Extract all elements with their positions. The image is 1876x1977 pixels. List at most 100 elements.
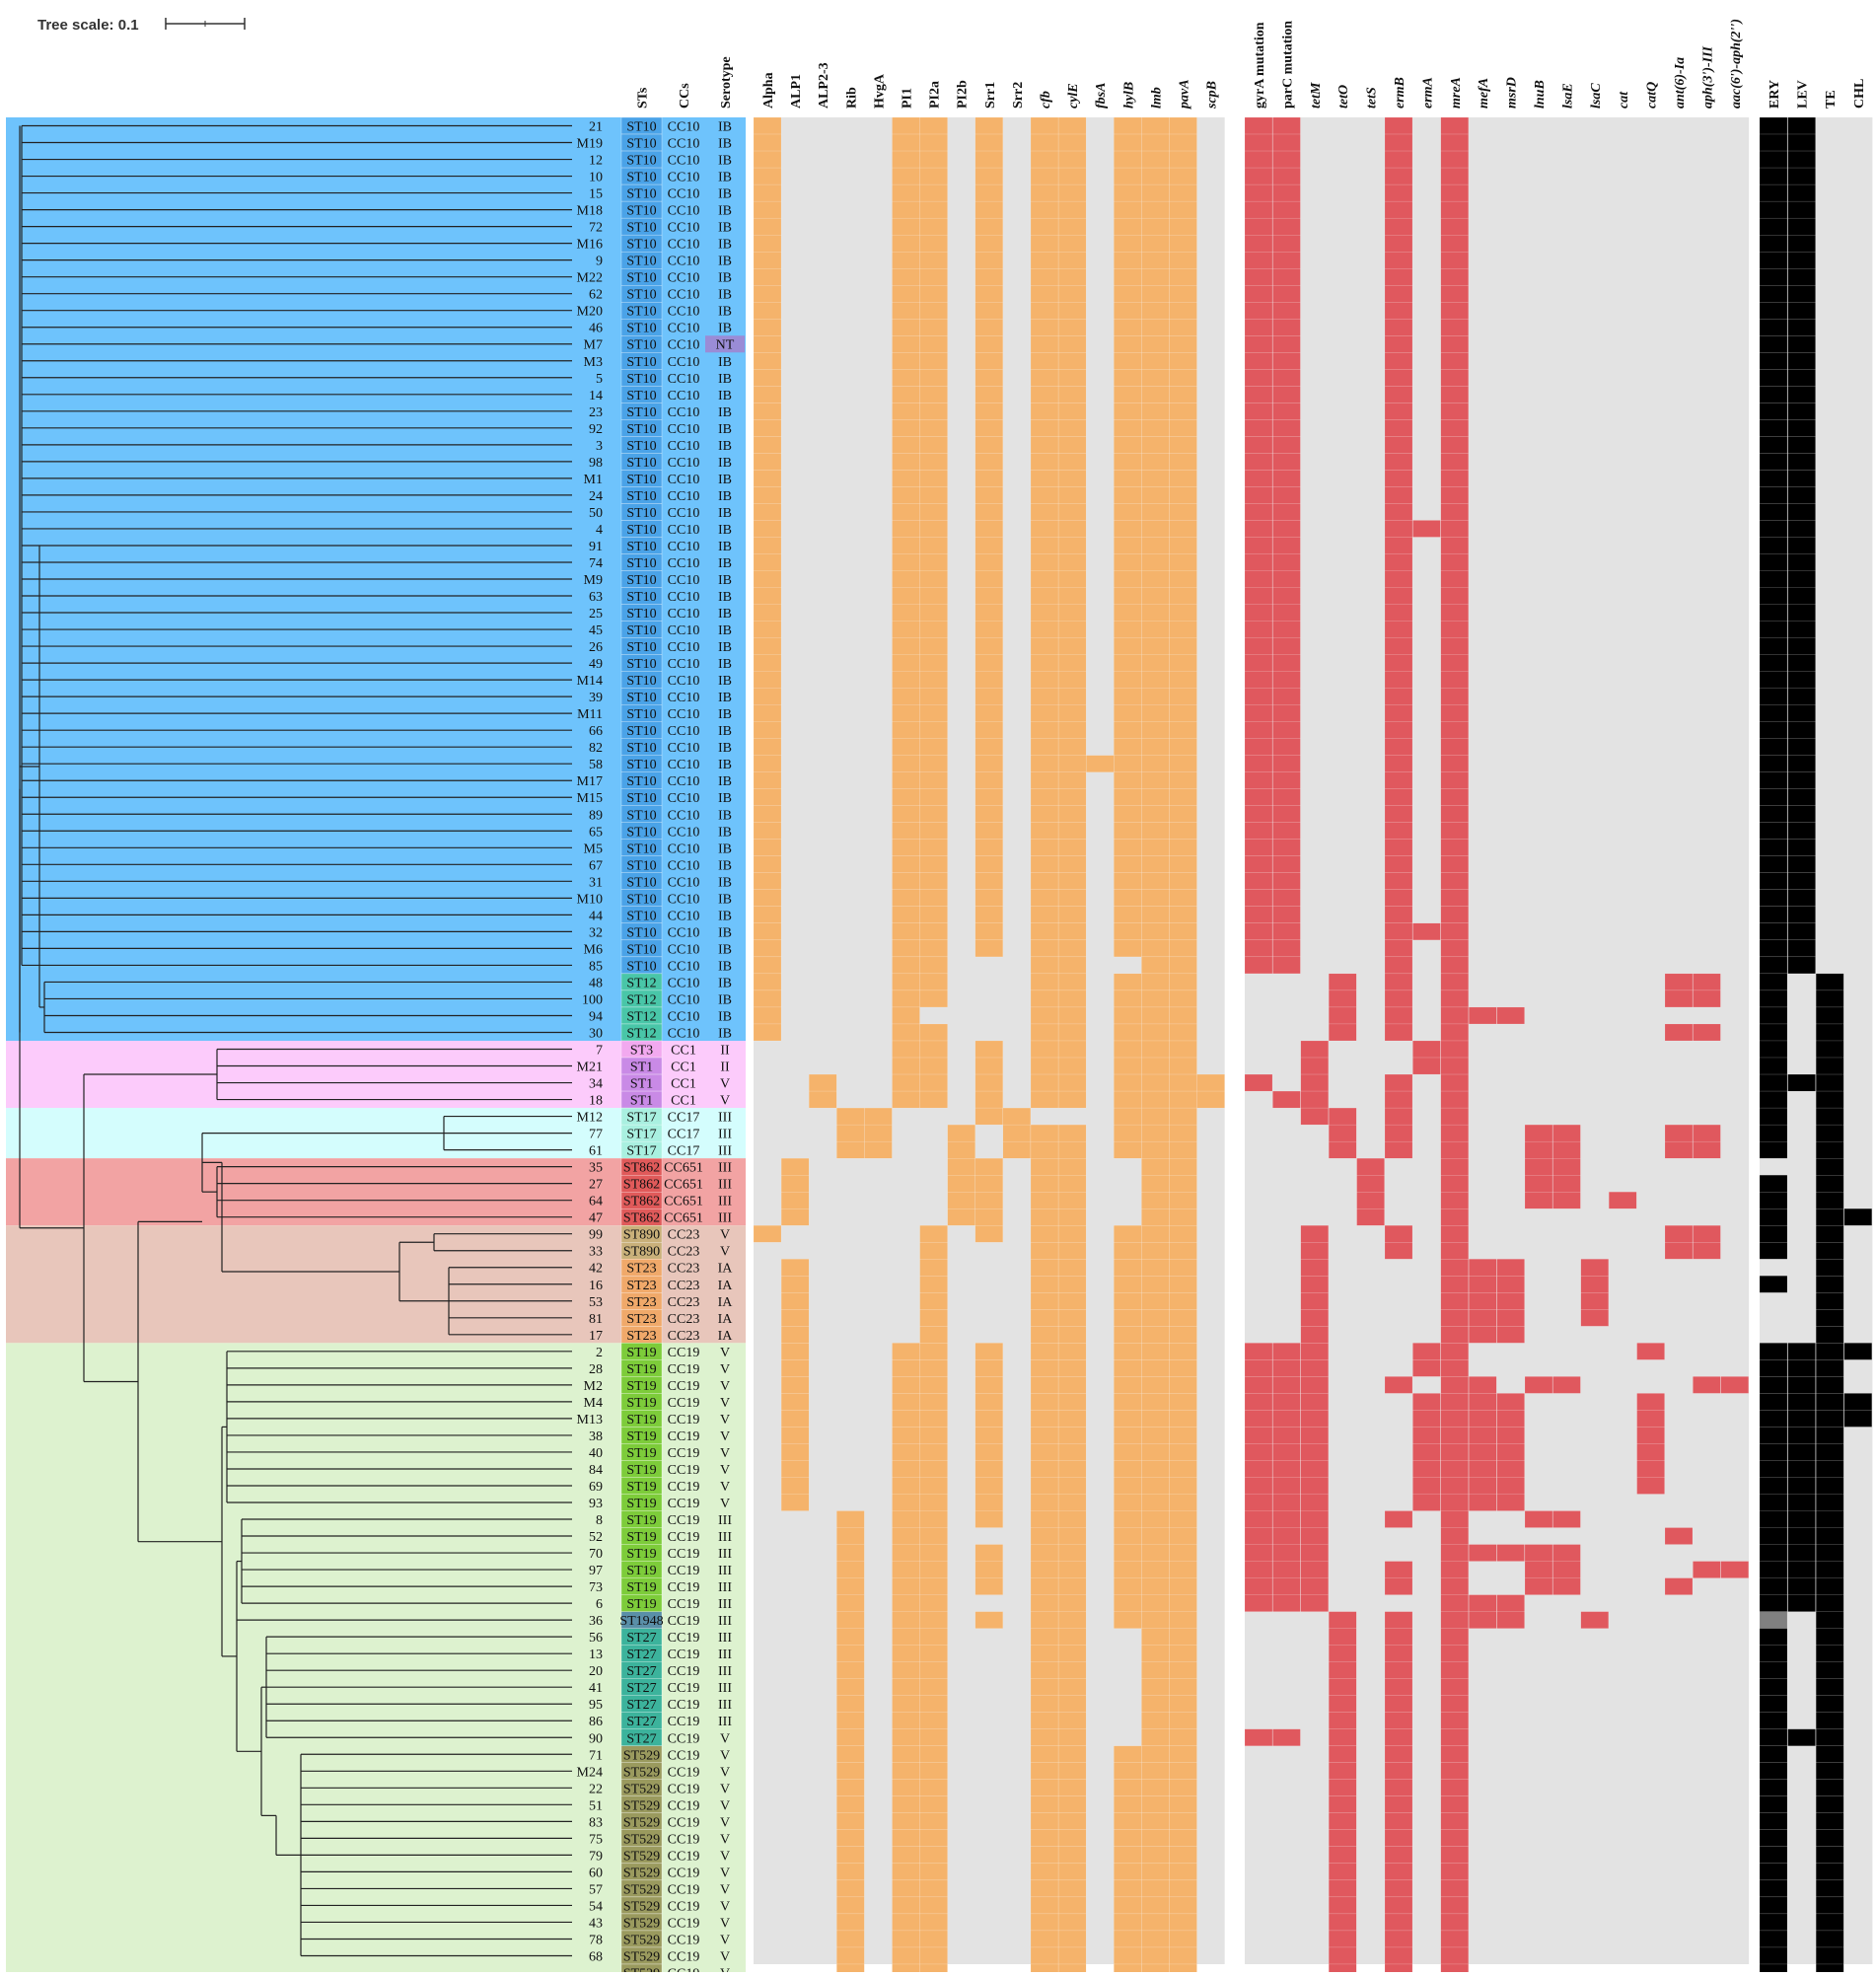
virulence-cell (919, 1090, 948, 1109)
st-label: ST1948 (619, 1614, 663, 1629)
resistance-cell (1272, 319, 1301, 336)
st-label: ST862 (623, 1211, 660, 1226)
resistance-cell (1496, 1393, 1525, 1411)
virulence-cell (919, 268, 948, 286)
resistance-cell (1244, 956, 1273, 975)
virulence-cell (836, 1561, 865, 1578)
phenotype-cell (1759, 755, 1788, 772)
virulence-cell (892, 352, 920, 370)
serotype-label: III (718, 1513, 732, 1528)
strain-label: 90 (589, 1731, 603, 1746)
virulence-cell (1169, 1795, 1197, 1813)
st-label: ST23 (626, 1312, 656, 1327)
resistance-cell (1440, 252, 1469, 269)
virulence-cell (1141, 1577, 1170, 1595)
virulence-cell (753, 537, 782, 554)
resistance-cell (1244, 167, 1273, 185)
resistance-cell (1384, 1611, 1413, 1629)
virulence-cell (1114, 688, 1142, 705)
virulence-cell (753, 116, 782, 135)
resistance-cell (1329, 1762, 1357, 1780)
cc-label: CC10 (668, 1009, 700, 1024)
virulence-cell (864, 1107, 893, 1126)
virulence-cell (753, 285, 782, 303)
virulence-cell (780, 1393, 810, 1411)
st-label: ST10 (626, 623, 656, 638)
virulence-cell (1114, 470, 1142, 487)
resistance-cell (1272, 688, 1301, 705)
strain-label: 21 (589, 120, 603, 135)
st-label: ST17 (626, 1128, 656, 1142)
st-label: ST19 (626, 1547, 656, 1562)
resistance-cell (1693, 1225, 1721, 1243)
virulence-cell (1169, 116, 1197, 135)
st-label: ST10 (626, 338, 656, 353)
virulence-cell (974, 1040, 1003, 1059)
virulence-cell (1141, 503, 1170, 521)
virulence-cell (1141, 1259, 1170, 1277)
resistance-cell (1384, 1812, 1413, 1830)
resistance-cell (1440, 470, 1469, 487)
resistance-cell (1300, 1276, 1329, 1293)
column-header: cfb (1039, 91, 1053, 109)
virulence-cell (1169, 587, 1197, 605)
resistance-cell (1552, 1192, 1581, 1209)
virulence-cell (1030, 1225, 1059, 1243)
virulence-cell (1057, 1527, 1087, 1545)
virulence-cell (1141, 1006, 1170, 1025)
virulence-cell (1114, 520, 1142, 538)
cc-label: CC19 (668, 1597, 700, 1612)
virulence-cell (1141, 788, 1170, 806)
strain-label: 17 (589, 1329, 603, 1344)
virulence-cell (892, 1527, 920, 1545)
strain-label: 72 (589, 221, 603, 236)
virulence-cell (1169, 335, 1197, 353)
st-label: ST10 (626, 892, 656, 907)
virulence-cell (1169, 738, 1197, 756)
st-label: ST529 (623, 1967, 660, 1972)
resistance-cell (1356, 1208, 1385, 1226)
cc-label: CC19 (668, 1882, 700, 1897)
virulence-cell (1030, 503, 1059, 521)
cc-label: CC19 (668, 1815, 700, 1830)
cc-label: CC19 (668, 1698, 700, 1713)
phenotype-cell (1759, 1208, 1788, 1226)
virulence-cell (1030, 654, 1059, 672)
virulence-cell (919, 1762, 948, 1780)
virulence-cell (1114, 604, 1142, 622)
virulence-cell (974, 436, 1003, 454)
resistance-cell (1300, 1510, 1329, 1528)
virulence-cell (753, 167, 782, 185)
st-label: ST27 (626, 1715, 656, 1729)
resistance-cell (1664, 1527, 1694, 1545)
virulence-cell (919, 570, 948, 588)
virulence-cell (1030, 200, 1059, 219)
virulence-cell (1141, 671, 1170, 689)
serotype-label: V (720, 1782, 730, 1796)
virulence-cell (892, 1695, 920, 1713)
virulence-cell (1141, 989, 1170, 1008)
virulence-cell (1169, 537, 1197, 554)
phenotype-cell (1787, 1460, 1816, 1478)
resistance-cell (1440, 419, 1469, 437)
column-header: lsaE (1560, 83, 1575, 109)
virulence-cell (919, 1057, 948, 1075)
resistance-cell (1440, 1561, 1469, 1578)
resistance-cell (1636, 1477, 1665, 1495)
resistance-cell (1664, 989, 1694, 1008)
resistance-cell (1469, 1477, 1497, 1495)
phenotype-cell (1787, 183, 1816, 202)
column-header: lsaC (1589, 83, 1604, 109)
virulence-cell (974, 470, 1003, 487)
virulence-cell (947, 1158, 975, 1176)
virulence-cell (1057, 470, 1087, 487)
resistance-cell (1300, 1359, 1329, 1377)
virulence-cell (1141, 855, 1170, 873)
serotype-label: IB (718, 724, 732, 739)
virulence-cell (1030, 520, 1059, 538)
resistance-cell (1300, 1259, 1329, 1277)
virulence-cell (919, 1577, 948, 1595)
resistance-cell (1720, 1561, 1749, 1578)
virulence-cell (1114, 1577, 1142, 1595)
